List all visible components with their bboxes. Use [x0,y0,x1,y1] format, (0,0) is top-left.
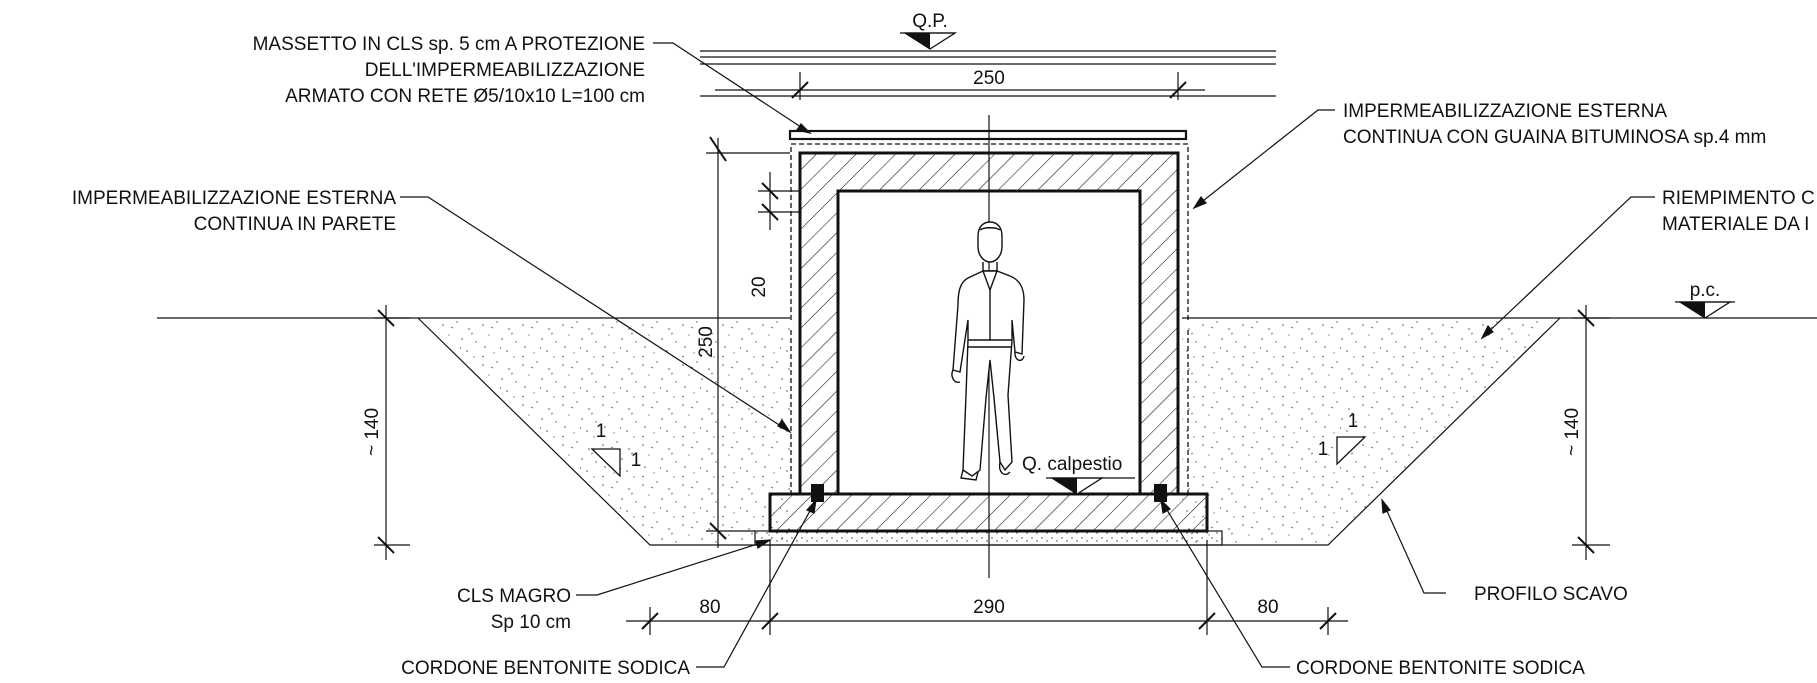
waterproofing-dashed [790,143,1189,320]
human-figure [951,221,1025,481]
slope-left: 1 1 [590,421,642,478]
massetto-screed [788,129,1188,141]
massetto-line-2: DELL'IMPERMEABILIZZAZIONE [365,60,645,81]
imperm-parete-line-2: CONTINUA IN PARETE [194,214,396,235]
slope-left-h: 1 [631,450,642,471]
dim-depth-left-text: ~ 140 [362,408,383,456]
imperm-parete-line-1: IMPERMEABILIZZAZIONE ESTERNA [72,188,396,209]
annotation-cls-magro: CLS MAGRO Sp 10 cm [457,586,571,633]
annotation-riempimento: RIEMPIMENTO C MATERIALE DA I [1662,188,1815,235]
annotation-imperm-guaina: IMPERMEABILIZZAZIONE ESTERNA CONTINUA CO… [1343,101,1766,148]
massetto-line-3: ARMATO CON RETE Ø5/10x10 L=100 cm [285,86,645,107]
imperm-guaina-line-2: CONTINUA CON GUAINA BITUMINOSA sp.4 mm [1343,127,1766,148]
dim-depth-left: ~ 140 [362,305,410,560]
imperm-guaina-line-1: IMPERMEABILIZZAZIONE ESTERNA [1343,101,1667,122]
annotation-imperm-parete: IMPERMEABILIZZAZIONE ESTERNA CONTINUA IN… [72,188,396,235]
dim-height-text: 250 [696,326,717,358]
annotation-cordone-right: CORDONE BENTONITE SODICA [1296,658,1585,679]
bentonite-cord-right [1154,484,1167,502]
annotation-massetto: MASSETTO IN CLS sp. 5 cm A PROTEZIONE DE… [253,34,645,107]
calpestio-level-marker: Q. calpestio [1022,454,1135,495]
cls-magro-line-1: CLS MAGRO [457,586,571,607]
slope-right-v: 1 [1348,411,1359,432]
dim-top-width-text: 250 [973,68,1005,89]
dim-bottom-center-text: 290 [973,597,1005,618]
dim-depth-right-text: ~ 140 [1562,408,1583,456]
cls-magro-line-2: Sp 10 cm [491,612,571,633]
annotation-cordone-left: CORDONE BENTONITE SODICA [401,658,690,679]
soil-fill-right [1182,318,1560,545]
dim-bottom: 80 290 80 [626,540,1348,635]
leader-lines [400,42,1655,668]
dim-bottom-right-text: 80 [1257,597,1278,618]
dim-depth-right: ~ 140 [1562,305,1610,560]
slope-right: 1 1 [1318,411,1367,466]
riempimento-line-2: MATERIALE DA I [1662,214,1809,235]
dim-bottom-left-text: 80 [699,597,720,618]
bentonite-cord-left [811,484,824,502]
calpestio-label: Q. calpestio [1022,454,1122,475]
dim-top-width: 250 [715,68,1205,100]
qp-label: Q.P. [912,11,948,32]
slope-right-h: 1 [1318,439,1329,460]
soil-fill-left [418,318,790,545]
pc-level-marker: p.c. [1675,280,1735,319]
massetto-line-1: MASSETTO IN CLS sp. 5 cm A PROTEZIONE [253,34,645,55]
dim-wall-thickness-text: 20 [749,276,770,297]
annotation-profilo-scavo: PROFILO SCAVO [1474,584,1628,605]
riempimento-line-1: RIEMPIMENTO C [1662,188,1815,209]
dim-height: 250 [696,136,790,548]
dim-wall-thickness: 20 [749,172,800,298]
box-section [798,151,1180,496]
pc-label: p.c. [1690,280,1721,301]
qp-level-marker: Q.P. [900,11,958,50]
slope-left-v: 1 [596,421,607,442]
